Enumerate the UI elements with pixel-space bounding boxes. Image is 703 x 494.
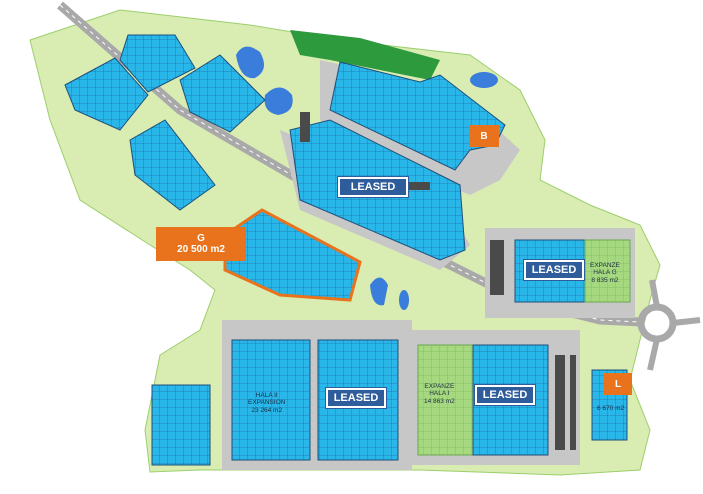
plot-b-label: B — [480, 130, 488, 142]
hall-line: 23 264 m2 — [251, 406, 283, 414]
pond-5 — [399, 290, 409, 310]
hall-east-label: EXPANZE HALA G 8 835 m2 — [590, 262, 620, 284]
pond-3 — [470, 72, 498, 88]
pond-4 — [370, 277, 388, 306]
building-nw-1 — [119, 34, 196, 93]
leased-label: LEASED — [531, 264, 577, 276]
plot-l-tag[interactable]: L — [604, 373, 632, 395]
leased-tag-middle[interactable]: LEASED — [338, 177, 408, 197]
hall-line: HALA I — [429, 390, 450, 398]
hall-line: 6 670 m2 — [597, 405, 625, 412]
leased-label: LEASED — [333, 392, 379, 404]
leased-tag-east[interactable]: LEASED — [524, 260, 584, 280]
hall-ii-expansion-label: HALA II EXPANSION 23 264 m2 — [248, 392, 285, 414]
building-sw — [151, 384, 211, 466]
building-nw-2 — [64, 57, 149, 131]
hall-line: 14 863 m2 — [424, 397, 455, 405]
roundabout — [637, 303, 677, 343]
pond-2 — [264, 87, 293, 115]
hall-line: 8 835 m2 — [591, 276, 619, 284]
building-hall-i-expansion — [417, 344, 474, 456]
leased-tag-south-east[interactable]: LEASED — [475, 385, 535, 405]
leased-label: LEASED — [482, 389, 528, 401]
plot-g-area: 20 500 m2 — [177, 244, 225, 255]
hall-line: EXPANZE — [424, 383, 455, 390]
building-hall-ii-expansion — [231, 339, 311, 461]
plot-b-tag[interactable]: B — [469, 125, 499, 147]
building-east-expansion — [584, 239, 631, 303]
hall-line: HALA G — [593, 269, 617, 277]
hall-line: EXPANSION — [248, 399, 286, 407]
building-nw-3 — [179, 54, 266, 133]
leased-label: LEASED — [350, 181, 396, 193]
forest-area — [290, 30, 440, 80]
plot-g-label: G — [197, 233, 205, 244]
hall-line: EXPANZE — [590, 262, 620, 269]
leased-tag-south-middle[interactable]: LEASED — [326, 388, 386, 408]
plot-g-tag[interactable]: G 20 500 m2 — [156, 227, 246, 261]
plot-l-label: L — [614, 378, 622, 390]
pond-1 — [236, 46, 264, 79]
hall-i-expansion-label: EXPANZE HALA I 14 863 m2 — [424, 383, 455, 405]
parking-rows — [300, 112, 576, 450]
hall-line: HALA II — [255, 392, 278, 399]
building-nw-4 — [129, 119, 216, 211]
hall-l-label: 6 670 m2 — [597, 405, 624, 412]
building-g — [223, 208, 362, 302]
